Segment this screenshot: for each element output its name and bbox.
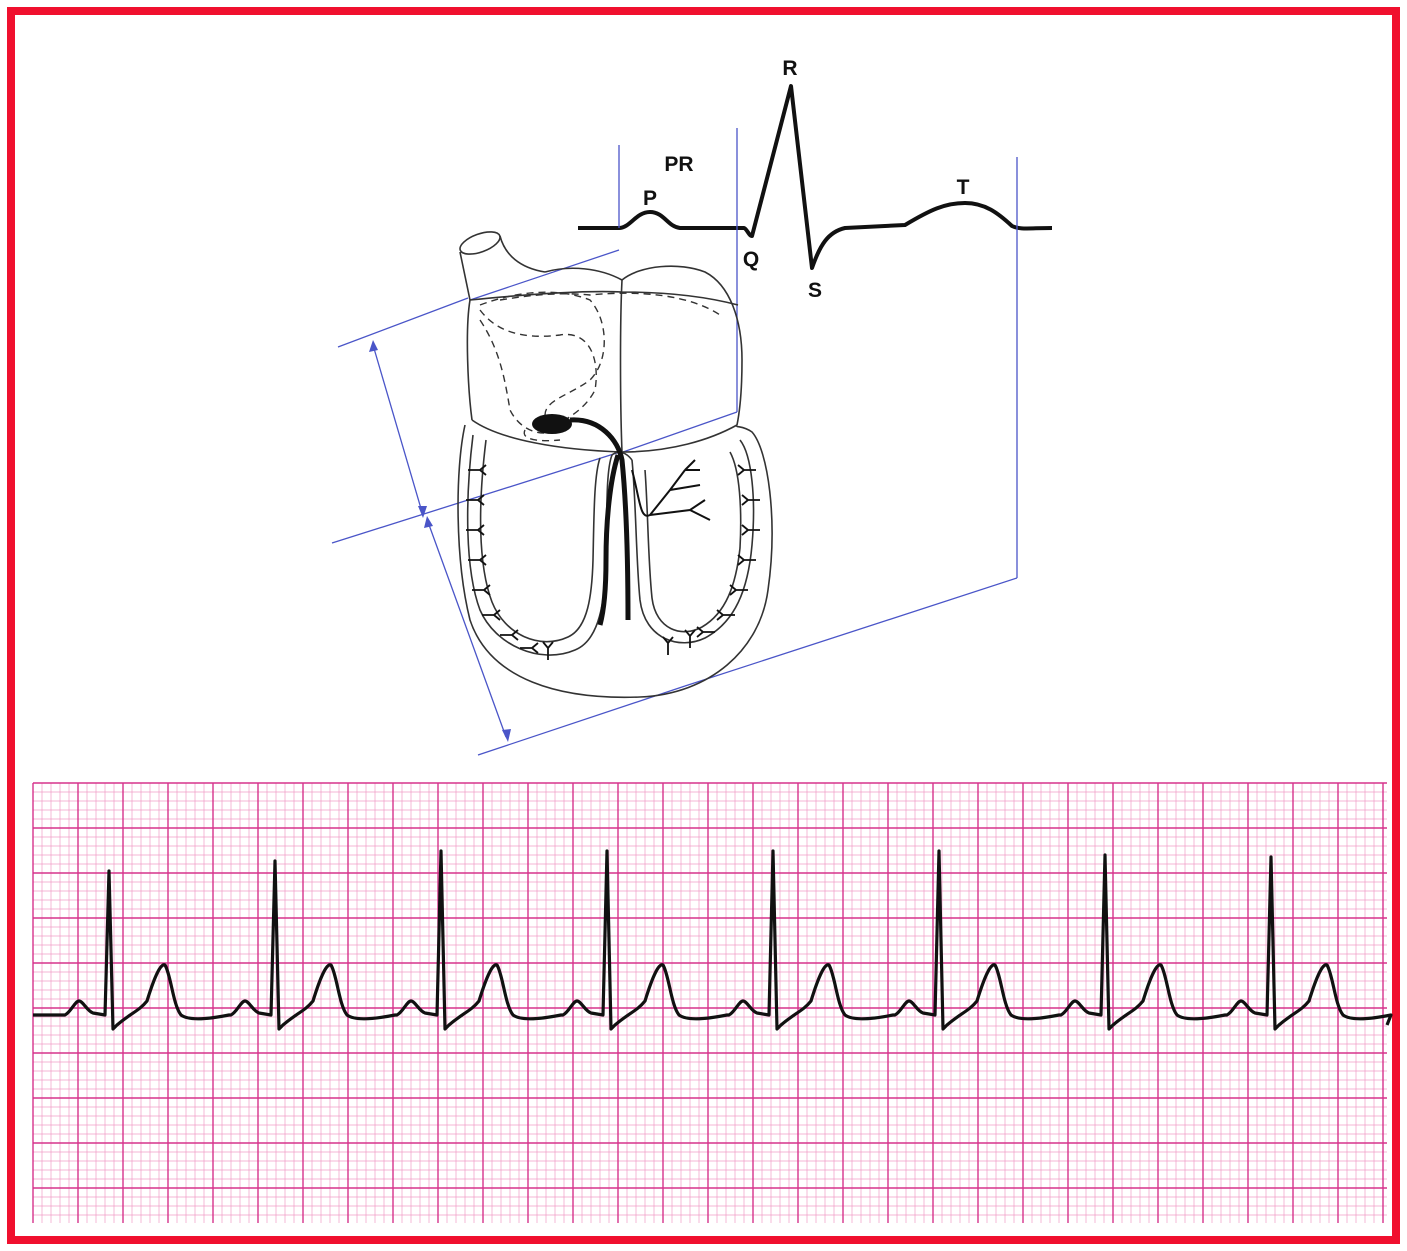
purkinje-fiber-mark: [741, 494, 760, 506]
purkinje-fiber-mark: [520, 642, 539, 654]
purkinje-fiber-mark: [472, 584, 491, 596]
purkinje-fiber-mark: [466, 494, 485, 506]
ecg-complex-trace: [578, 84, 1053, 270]
purkinje-fiber-mark: [696, 626, 715, 638]
purkinje-fiber-mark: [542, 641, 554, 660]
label-p: P: [643, 187, 657, 210]
label-r: R: [782, 57, 797, 80]
purkinje-fibers: [466, 464, 760, 660]
ecg-paper: [33, 783, 1387, 1223]
purkinje-fiber-mark: [684, 629, 696, 648]
purkinje-fiber-mark: [729, 584, 748, 596]
purkinje-fiber-mark: [468, 464, 487, 476]
label-s: S: [808, 279, 822, 302]
label-t: T: [957, 176, 970, 199]
projection-lines: [331, 128, 1018, 756]
av-node-his-bundle: [532, 414, 711, 626]
purkinje-fiber-mark: [716, 609, 735, 621]
interval-arrows: [369, 340, 511, 742]
purkinje-fiber-mark: [737, 554, 756, 566]
purkinje-fiber-mark: [662, 636, 674, 655]
internodal-pathways: [479, 291, 721, 442]
ecg-rhythm-trace: [33, 849, 1393, 1031]
purkinje-fiber-mark: [466, 524, 485, 536]
purkinje-fiber-mark: [737, 464, 756, 476]
purkinje-fiber-mark: [468, 554, 487, 566]
red-border: [7, 7, 1400, 1244]
ecg-grid-major: [32, 782, 1387, 1223]
label-q: Q: [743, 248, 759, 271]
purkinje-fiber-mark: [500, 629, 519, 641]
heart-conduction-diagram: R PR P T Q S: [331, 57, 1053, 756]
purkinje-fiber-mark: [741, 524, 760, 536]
purkinje-fiber-mark: [482, 609, 501, 621]
label-pr: PR: [664, 153, 693, 176]
